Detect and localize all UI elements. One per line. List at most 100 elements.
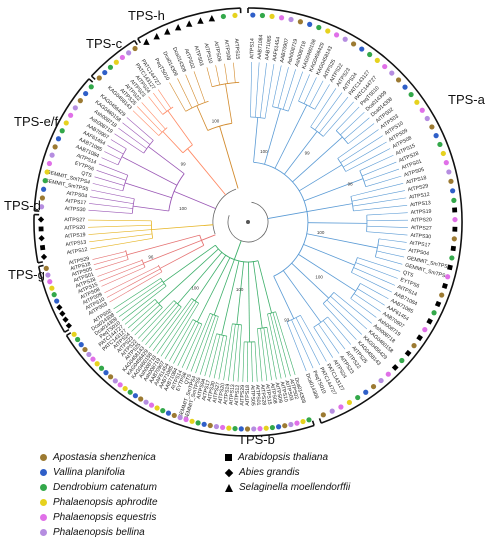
species-dot	[112, 378, 118, 384]
tip-branch	[375, 256, 403, 265]
leaf-label: QTS	[184, 373, 194, 386]
arabidopsis-square	[441, 282, 448, 289]
tip-branch	[266, 327, 277, 380]
subclade-branch	[248, 261, 250, 342]
clade-bracket-g	[37, 266, 66, 333]
tip-branch	[88, 229, 152, 235]
tip-branch	[264, 64, 275, 119]
species-dot	[59, 128, 65, 134]
subclade-arc	[143, 140, 154, 154]
leaf-label: AtTPS13	[410, 200, 431, 208]
leaf-label: AtTPS03	[283, 380, 294, 402]
leaf-label: AtTPS14	[249, 38, 255, 59]
species-dot	[98, 365, 105, 371]
species-dot	[389, 70, 395, 76]
bootstrap-value: 93	[284, 318, 290, 323]
tip-branch	[300, 315, 327, 362]
subclade-branch	[253, 117, 259, 163]
tip-branch	[376, 250, 405, 258]
species-dot	[446, 169, 452, 175]
species-dot	[448, 178, 454, 184]
leaf-label: AtTPS27	[411, 225, 432, 232]
subclade-branch	[252, 261, 263, 329]
leaf-label: AtTPS20	[411, 217, 432, 223]
leaf-label: AtTPS17	[201, 379, 212, 401]
phal-aphrodite-dot-icon	[40, 499, 47, 506]
species-dot	[399, 357, 405, 364]
dendrobium-dot-icon	[40, 484, 47, 491]
tip-branch	[92, 251, 127, 260]
selaginella-triangle	[153, 33, 160, 40]
species-dot	[355, 394, 361, 401]
tip-branch	[99, 263, 144, 282]
species-dot	[154, 405, 160, 411]
leaf-label: AtTPS13	[228, 384, 236, 405]
subclade-branch	[177, 252, 223, 305]
tip-branch	[118, 127, 147, 149]
species-dot	[49, 152, 55, 158]
leaf-label: AtTPS29	[239, 385, 246, 406]
leaf-label: AAB70907	[279, 38, 290, 64]
species-dot	[402, 84, 408, 90]
species-dot	[72, 105, 78, 111]
leaf-label: AtTPS12	[409, 192, 431, 201]
subclade-arc	[122, 175, 129, 191]
tip-branch	[330, 296, 368, 330]
tip-branch	[343, 141, 387, 168]
tip-branch	[353, 204, 408, 212]
tip-branch	[181, 323, 203, 368]
subclade-branch	[121, 156, 178, 186]
legend-label: Phalaenopsis equestris	[53, 512, 157, 523]
leaf-label: AtTPS20	[64, 225, 85, 232]
species-dot	[49, 285, 55, 291]
subclade-arc	[154, 299, 163, 308]
tip-branch	[190, 314, 214, 372]
tip-branch	[337, 129, 379, 159]
subclade-arc	[350, 283, 361, 299]
species-dot	[90, 356, 96, 362]
tip-branch	[131, 304, 161, 332]
species-dot	[165, 410, 172, 416]
tip-branch	[126, 117, 154, 141]
tip-branch	[141, 302, 177, 342]
clade-label-tps-a: TPS-a	[448, 92, 486, 107]
species-dot	[127, 389, 133, 395]
tip-branch	[327, 316, 352, 345]
species-dot	[94, 361, 100, 367]
legend-item-phal-aphrodite: Phalaenopsis aphrodite	[40, 497, 158, 508]
legend-label: Apostasia shenzhenica	[53, 452, 156, 463]
subclade-arc	[359, 170, 367, 187]
clade-arc	[168, 173, 185, 212]
tip-branch	[110, 139, 127, 150]
species-dot	[52, 144, 58, 150]
leaf-label: AtTPS30	[410, 233, 431, 241]
species-dot	[47, 279, 53, 285]
species-dot	[113, 59, 119, 65]
tip-branch	[101, 157, 119, 166]
tip-branch	[323, 101, 354, 137]
subclade-arc	[272, 106, 289, 112]
tip-branch	[88, 224, 152, 228]
species-dot	[257, 426, 263, 432]
species-dot	[42, 178, 48, 184]
selaginella-triangle	[186, 20, 193, 27]
species-dot	[41, 186, 47, 192]
tip-branch	[116, 280, 163, 314]
abies-diamond	[38, 235, 45, 242]
species-dot	[419, 107, 425, 113]
species-dot	[207, 422, 213, 429]
abies-diamond	[65, 322, 72, 329]
species-dot	[411, 343, 417, 349]
tip-branch	[242, 341, 245, 382]
tip-branch	[113, 278, 161, 310]
species-dot	[54, 298, 60, 304]
species-dot	[63, 120, 69, 126]
bracket-tick	[318, 418, 322, 424]
leaf-label: AtTPS04	[196, 378, 207, 400]
tip-branch	[313, 326, 334, 358]
species-dot	[325, 28, 331, 34]
selaginella-triangle	[143, 38, 150, 45]
species-dot	[278, 15, 285, 21]
subclade-branch	[274, 104, 308, 169]
leaf-label: AtTPS19	[65, 232, 86, 240]
